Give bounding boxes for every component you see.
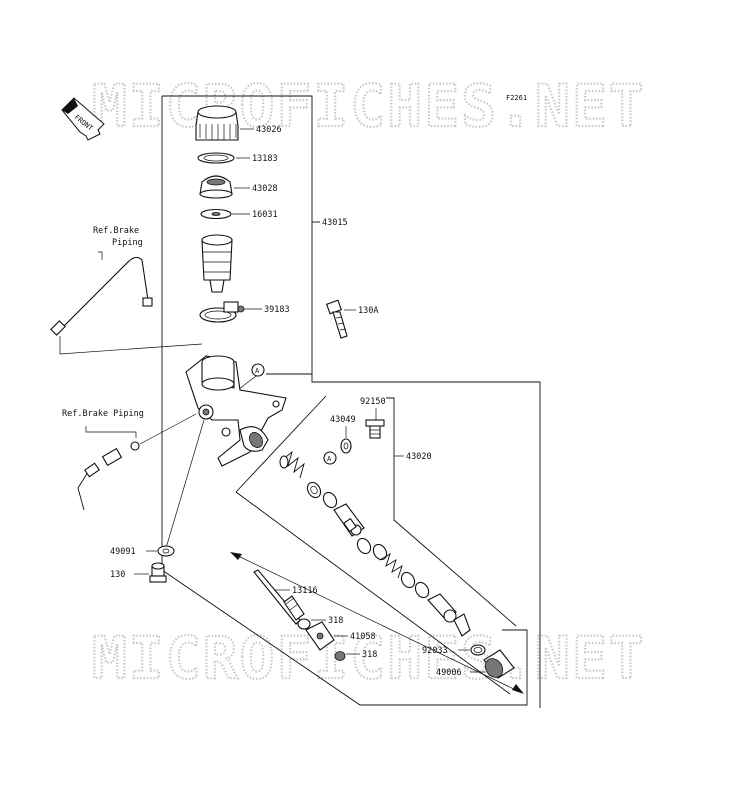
snap-ring-92033 xyxy=(470,644,486,656)
part-label-43026: 43026 xyxy=(256,125,282,135)
figure-code: F2261 xyxy=(506,94,527,102)
part-label-318-lower: 318 xyxy=(362,650,377,660)
piston-primary xyxy=(427,593,457,623)
group-bracket-43015 xyxy=(162,95,313,375)
leader-49091-target xyxy=(165,419,205,549)
part-label-49091: 49091 xyxy=(110,547,136,557)
part-label-43049: 43049 xyxy=(330,415,356,425)
bolt-130a xyxy=(325,299,348,339)
piston-rod-secondary xyxy=(333,503,365,537)
part-label-130: 130 xyxy=(110,570,125,580)
part-label-92150: 92150 xyxy=(360,397,386,407)
bolt-130 xyxy=(149,562,167,583)
kit-bracket-left xyxy=(235,395,327,493)
part-label-49006: 49006 xyxy=(436,668,462,678)
seal-cup-4 xyxy=(372,543,388,561)
leader-ref-upper xyxy=(98,251,103,260)
part-label-41058: 41058 xyxy=(350,632,376,642)
seal-end xyxy=(453,613,471,637)
plate xyxy=(200,208,232,220)
part-label-43028: 43028 xyxy=(252,184,278,194)
boot-49006 xyxy=(483,649,515,679)
ref-brake-piping-upper-line1: Ref.Brake xyxy=(93,226,139,236)
seal-cup-2 xyxy=(322,491,338,509)
seal-cup-6 xyxy=(414,581,430,599)
reservoir-body xyxy=(201,234,233,293)
brake-pipe-upper xyxy=(50,257,153,336)
part-label-43015: 43015 xyxy=(322,218,348,228)
kit-bracket-bottom xyxy=(235,491,511,695)
ref-brake-piping-upper-line2: Piping xyxy=(112,238,143,248)
kit-bracket-right xyxy=(386,397,517,627)
part-label-13116: 13116 xyxy=(292,586,318,596)
svg-text:A: A xyxy=(327,455,332,463)
spring-secondary xyxy=(379,552,403,579)
seal-cup-5 xyxy=(400,571,416,589)
axis-arrow xyxy=(230,552,524,694)
nut-318-upper xyxy=(297,618,311,630)
diaphragm xyxy=(199,175,233,199)
clevis-41058 xyxy=(305,621,335,651)
svg-text:A: A xyxy=(255,367,260,375)
brake-pipe-lower xyxy=(77,441,140,511)
watermark-bottom: MICROFICHES.NET xyxy=(92,624,646,692)
reservoir-cap xyxy=(195,105,239,141)
marker-a-lower: A xyxy=(323,451,337,465)
spring-primary xyxy=(279,450,305,479)
part-label-39183: 39183 xyxy=(264,305,290,315)
part-label-43020: 43020 xyxy=(406,452,432,462)
leader-ref-lower xyxy=(85,426,137,438)
washer-43049 xyxy=(340,438,352,454)
leader-ref-upper-target xyxy=(59,336,203,355)
group-bracket-43020 xyxy=(311,374,541,708)
seal-cup-3 xyxy=(356,537,372,555)
leader-lower-pipe xyxy=(139,413,197,445)
ref-brake-piping-lower: Ref.Brake Piping xyxy=(62,409,144,419)
washer-49091 xyxy=(157,545,175,557)
front-arrow-icon: FRONT xyxy=(61,97,105,141)
retainer-ring xyxy=(197,152,235,164)
fitting-92150 xyxy=(365,419,385,439)
seal-cup-1 xyxy=(306,481,322,499)
part-label-130a: 130A xyxy=(358,306,378,316)
push-rod xyxy=(253,569,305,625)
group-bracket-43015-left xyxy=(161,96,528,706)
part-label-318-upper: 318 xyxy=(328,616,343,626)
nut-318-lower xyxy=(334,651,346,661)
part-label-16031: 16031 xyxy=(252,210,278,220)
part-label-13183: 13183 xyxy=(252,154,278,164)
hose-clamp xyxy=(199,301,245,323)
master-cylinder xyxy=(185,355,287,467)
watermark-top: MICROFICHES.NET xyxy=(92,72,646,140)
marker-a-upper: A xyxy=(251,363,265,377)
